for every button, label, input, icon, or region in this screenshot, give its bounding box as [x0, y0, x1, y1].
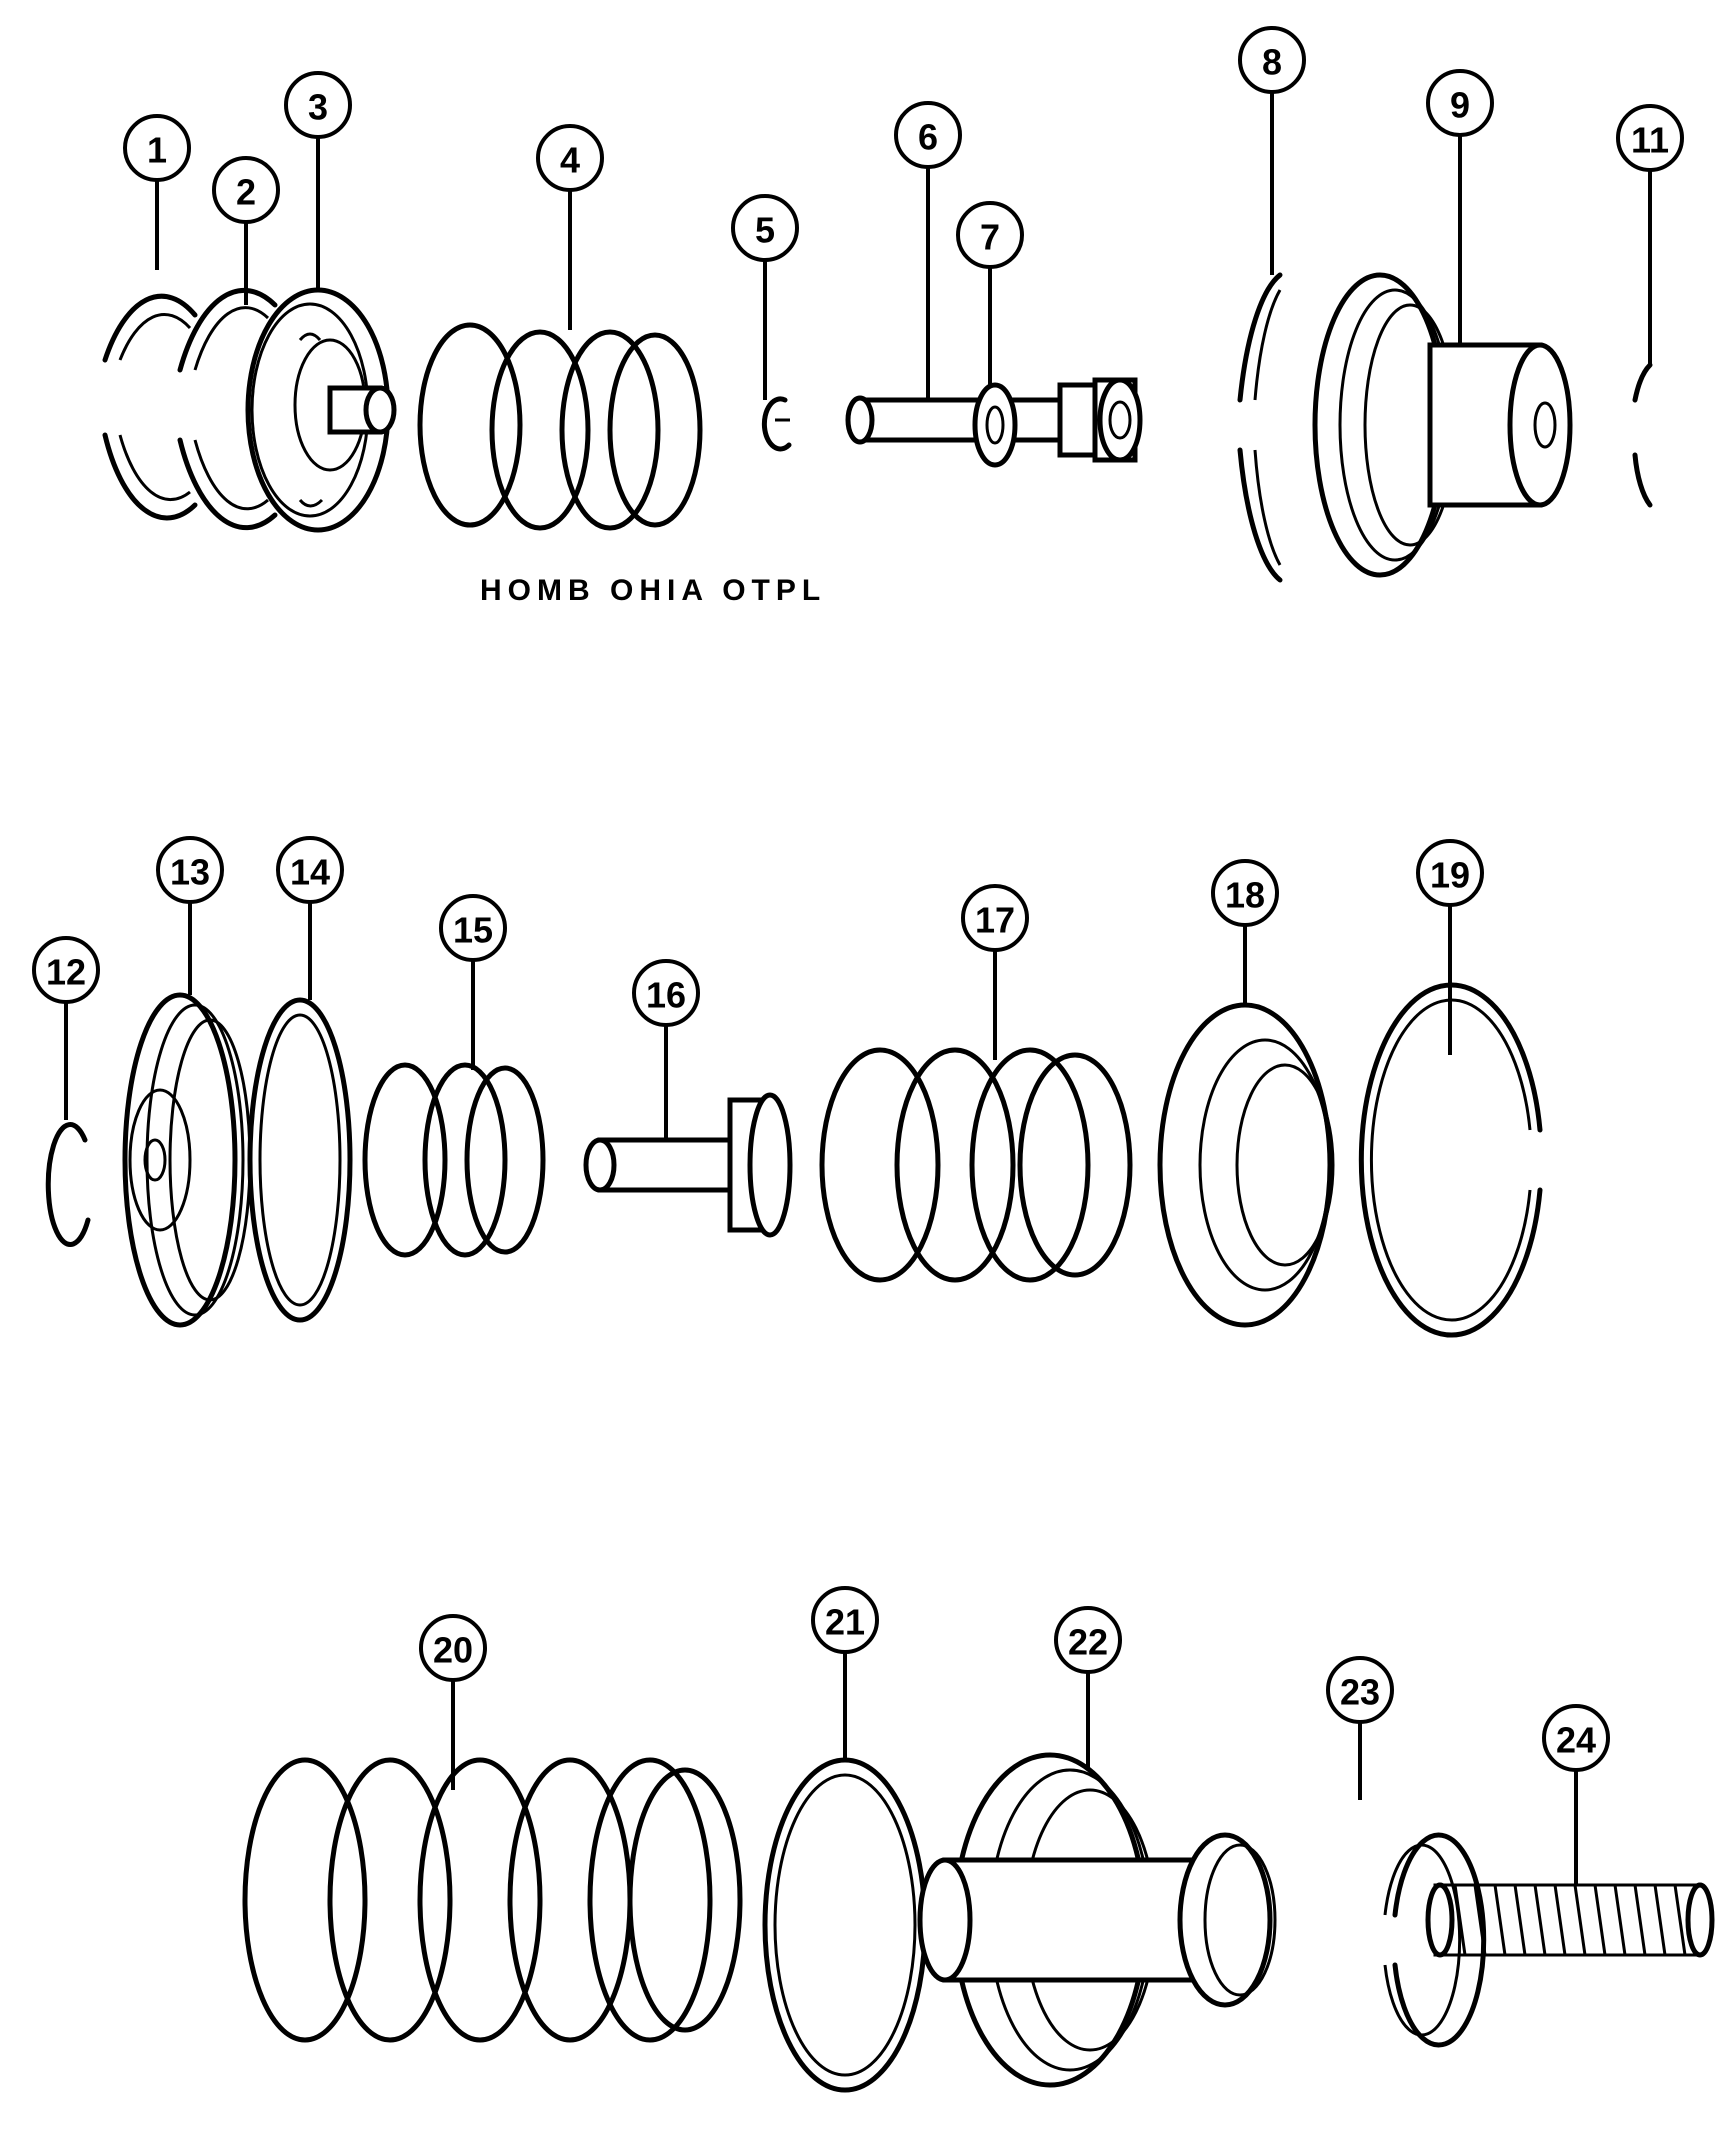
callout-circle-17: [961, 884, 1029, 952]
callout-circle-5: [731, 194, 799, 262]
callout-circle-8: [1238, 26, 1306, 94]
callout-circle-2: [212, 156, 280, 224]
part-5-e-clip: [761, 396, 792, 452]
callout-circle-9: [1426, 69, 1494, 137]
part-14-seal-ring: [247, 997, 353, 1323]
callout-circle-22: [1054, 1606, 1122, 1674]
callout-label-17: 17: [975, 900, 1015, 941]
callout-circle-7: [956, 201, 1024, 269]
callout-circle-19: [1416, 839, 1484, 907]
part-9-piston: [1312, 272, 1573, 578]
callout-circle-15: [439, 894, 507, 962]
part-20-coil-spring: [242, 1757, 743, 2043]
callout-label-16: 16: [646, 975, 686, 1016]
callout-label-4: 4: [560, 140, 580, 181]
callout-label-12: 12: [46, 952, 86, 993]
part-1-snap-ring: [102, 293, 198, 521]
callout-label-3: 3: [308, 87, 328, 128]
callout-label-23: 23: [1340, 1672, 1380, 1713]
callout-label-15: 15: [453, 910, 493, 951]
partial-caption: HOMB OHIA OTPL: [480, 574, 826, 607]
callout-circle-20: [419, 1614, 487, 1682]
part-8-snap-ring: [1237, 272, 1283, 583]
callout-label-9: 9: [1450, 85, 1470, 126]
part-15-coil-spring: [362, 1062, 546, 1258]
callout-circle-16: [632, 959, 700, 1027]
callout-circle-13: [156, 836, 224, 904]
callout-label-20: 20: [433, 1630, 473, 1671]
callout-circle-4: [536, 124, 604, 192]
callout-circle-1: [123, 114, 191, 182]
callout-circle-14: [276, 836, 344, 904]
part-24-coil-spring: [1425, 1882, 1715, 1958]
callout-circle-6: [894, 101, 962, 169]
part-13-piston: [122, 992, 252, 1328]
callout-circle-21: [811, 1586, 879, 1654]
callout-label-8: 8: [1262, 42, 1282, 83]
callout-label-21: 21: [825, 1602, 865, 1643]
callout-circle-3: [284, 71, 352, 139]
part-12-e-clip: [45, 1122, 91, 1248]
callout-label-5: 5: [755, 210, 775, 251]
callout-label-2: 2: [236, 172, 256, 213]
callout-label-22: 22: [1068, 1622, 1108, 1663]
callout-circle-24: [1542, 1704, 1610, 1772]
callout-label-24: 24: [1556, 1720, 1596, 1761]
part-3-retainer-plate: [245, 287, 397, 533]
part-18-retainer: [1157, 1002, 1335, 1328]
part-17-coil-spring: [819, 1047, 1133, 1283]
callout-label-7: 7: [980, 217, 1000, 258]
callout-label-11: 11: [1631, 120, 1669, 161]
callout-label-6: 6: [918, 117, 938, 158]
callout-label-14: 14: [290, 852, 330, 893]
callout-label-13: 13: [170, 852, 210, 893]
callout-label-18: 18: [1225, 875, 1265, 916]
callout-label-1: 1: [147, 130, 167, 171]
callout-label-19: 19: [1430, 855, 1470, 896]
part-22-piston: [917, 1752, 1277, 2088]
callout-circle-11: [1616, 104, 1684, 172]
part-16-plunger: [583, 1092, 793, 1238]
part-11-snap-ring: [1632, 362, 1653, 508]
part-7-washer: [972, 382, 1018, 468]
callout-circle-23: [1326, 1656, 1394, 1724]
part-4-coil-spring: [417, 322, 703, 531]
callout-circle-12: [32, 936, 100, 1004]
part-21-seal-ring: [762, 1757, 928, 2093]
part-2-snap-ring: [177, 287, 278, 531]
callout-circle-18: [1211, 859, 1279, 927]
part-19-snap-ring: [1358, 982, 1543, 1338]
